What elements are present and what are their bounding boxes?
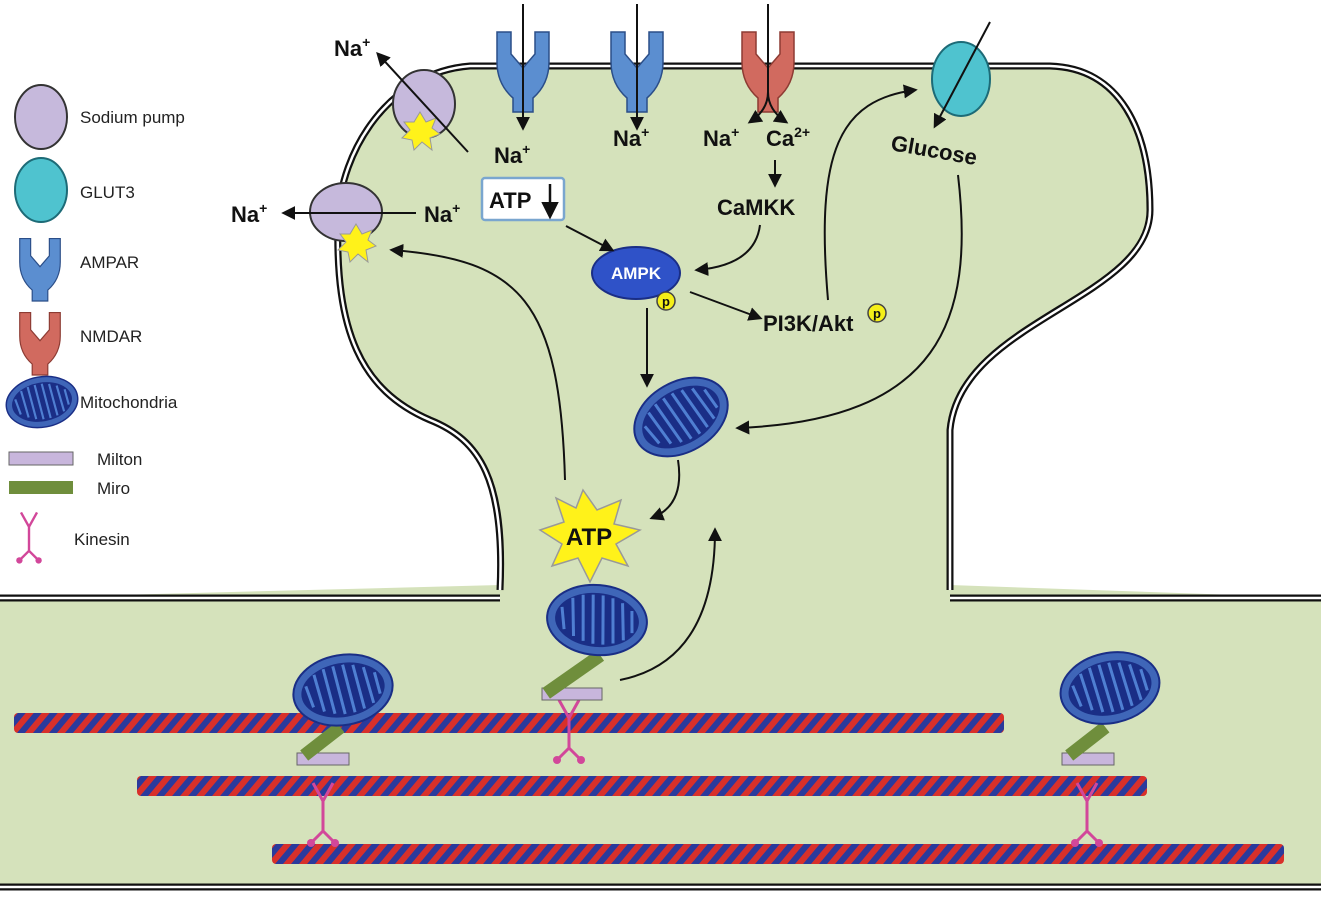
svg-text:PI3K/Akt: PI3K/Akt bbox=[763, 311, 854, 336]
legend-mitochondria-icon bbox=[1, 369, 83, 435]
camkk-label: CaMKK bbox=[717, 195, 795, 220]
nmdar-channel bbox=[741, 4, 795, 124]
svg-text:Na+: Na+ bbox=[231, 200, 267, 227]
legend-sodium-pump-label: Sodium pump bbox=[80, 108, 185, 127]
legend-nmdar-label: NMDAR bbox=[80, 327, 142, 346]
sodium-pump-top bbox=[376, 51, 469, 153]
na-label-nmdar: Na+ bbox=[703, 124, 739, 151]
ca-label-nmdar: Ca2+ bbox=[766, 124, 810, 151]
legend: Sodium pump GLUT3 AMPAR NMDAR Mitochondr… bbox=[1, 84, 185, 565]
legend-nmdar-icon bbox=[19, 312, 61, 376]
transport-complex-1 bbox=[286, 645, 400, 849]
svg-text:ATP: ATP bbox=[489, 188, 531, 213]
svg-text:ATP: ATP bbox=[566, 524, 612, 551]
legend-ampar-label: AMPAR bbox=[80, 253, 139, 272]
sodium-pump-side bbox=[281, 182, 416, 264]
transport-complex-2 bbox=[541, 579, 652, 766]
microtubule-2 bbox=[137, 776, 1147, 796]
na-label-in-left: Na+ bbox=[424, 200, 460, 227]
ampar-channel-2 bbox=[610, 4, 664, 131]
microtubule-1 bbox=[14, 713, 1004, 733]
pathway-arrows bbox=[389, 84, 963, 681]
ampar-channel-1 bbox=[496, 4, 550, 131]
pi3k-akt-label: PI3K/Akt bbox=[763, 311, 854, 336]
legend-sodium-pump-icon bbox=[14, 84, 68, 150]
atp-drop-box: ATP bbox=[480, 176, 566, 222]
legend-miro-icon bbox=[9, 481, 73, 494]
svg-text:Na+: Na+ bbox=[613, 124, 649, 151]
glut3-transporter bbox=[931, 21, 991, 129]
transport-complex-3 bbox=[1052, 641, 1168, 849]
legend-milton-icon bbox=[8, 451, 74, 466]
legend-glut3-label: GLUT3 bbox=[80, 183, 135, 202]
legend-kinesin-icon bbox=[15, 511, 43, 565]
cytoplasm bbox=[0, 66, 1321, 885]
ampk-node: AMPK bbox=[591, 246, 681, 300]
svg-text:p: p bbox=[873, 306, 881, 321]
akt-phospho-badge: p bbox=[867, 303, 887, 323]
svg-text:Na+: Na+ bbox=[424, 200, 460, 227]
ampk-phospho-badge: p bbox=[656, 291, 676, 311]
legend-miro-label: Miro bbox=[97, 479, 130, 498]
svg-text:Ca2+: Ca2+ bbox=[766, 124, 810, 151]
svg-text:p: p bbox=[662, 294, 670, 309]
atp-burst: ATP bbox=[538, 488, 643, 584]
svg-text:Na+: Na+ bbox=[334, 34, 370, 61]
microtubule-3 bbox=[272, 844, 1284, 864]
legend-ampar-icon bbox=[19, 238, 61, 302]
legend-milton-label: Milton bbox=[97, 450, 142, 469]
svg-text:Na+: Na+ bbox=[494, 141, 530, 168]
svg-text:Na+: Na+ bbox=[703, 124, 739, 151]
na-label-ampar-2: Na+ bbox=[613, 124, 649, 151]
na-label-out-left: Na+ bbox=[231, 200, 267, 227]
legend-glut3-icon bbox=[14, 157, 68, 223]
na-label-ampar-1: Na+ bbox=[494, 141, 530, 168]
na-label-top-left: Na+ bbox=[334, 34, 370, 61]
legend-mitochondria-label: Mitochondria bbox=[80, 393, 178, 412]
legend-kinesin-label: Kinesin bbox=[74, 530, 130, 549]
svg-text:AMPK: AMPK bbox=[611, 264, 662, 283]
